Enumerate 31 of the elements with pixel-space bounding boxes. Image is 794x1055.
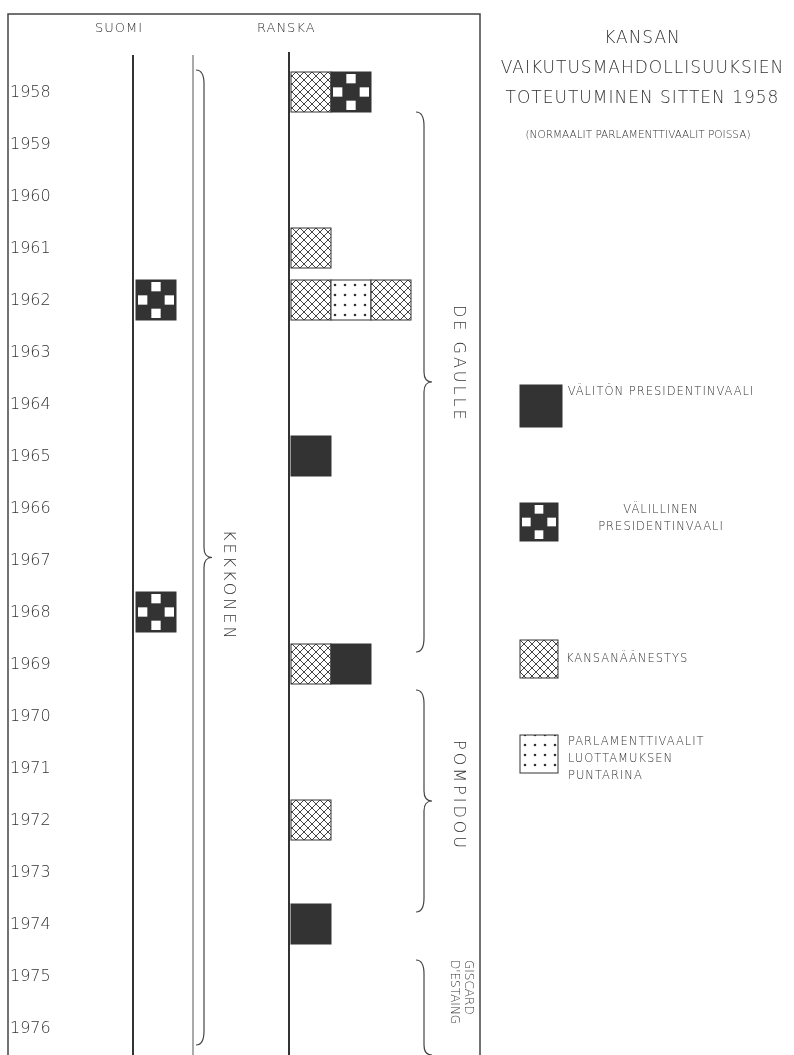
year-label: 1973 [10,862,51,881]
year-label: 1960 [10,186,51,205]
year-label: 1975 [10,966,51,985]
year-label: 1971 [10,758,51,777]
year-label: 1959 [10,134,51,153]
year-label: 1969 [10,654,51,673]
ruler-name: POMPIDOU [450,740,469,852]
column-heading: RANSKA [257,20,316,35]
diagram-title: KANSAN VAIKUTUSMAHDOLLISUUKSIEN TOTEUTUMINEN SITTEN 1958 [500,26,785,109]
legend-label: KANSANÄÄNESTYS [566,650,690,667]
legend-label: VÄLITÖN PRESIDENTINVAALI [566,383,756,400]
year-label: 1966 [10,498,51,517]
year-label: 1962 [10,290,51,309]
ruler-name: GISCARD D'ESTAING [448,960,476,1027]
subtitle: (NORMAALIT PARLAMENTTIVAALIT POISSA) [524,128,752,140]
year-label: 1976 [10,1018,51,1037]
year-label: 1963 [10,342,51,361]
ruler-name: DE GAULLE [450,305,469,423]
ruler-name: KEKKONEN [220,530,239,642]
year-label: 1972 [10,810,51,829]
legend-label: PARLAMENTTIVAALIT LUOTTAMUKSEN PUNTARINA [568,733,706,784]
year-label: 1964 [10,394,51,413]
year-label: 1967 [10,550,51,569]
year-label: 1958 [10,82,51,101]
legend-label: VÄLILLINEN PRESIDENTINVAALI [597,501,725,535]
year-label: 1968 [10,602,51,621]
year-label: 1974 [10,914,51,933]
year-label: 1970 [10,706,51,725]
column-heading: SUOMI [95,20,144,35]
year-label: 1965 [10,446,51,465]
year-label: 1961 [10,238,51,257]
